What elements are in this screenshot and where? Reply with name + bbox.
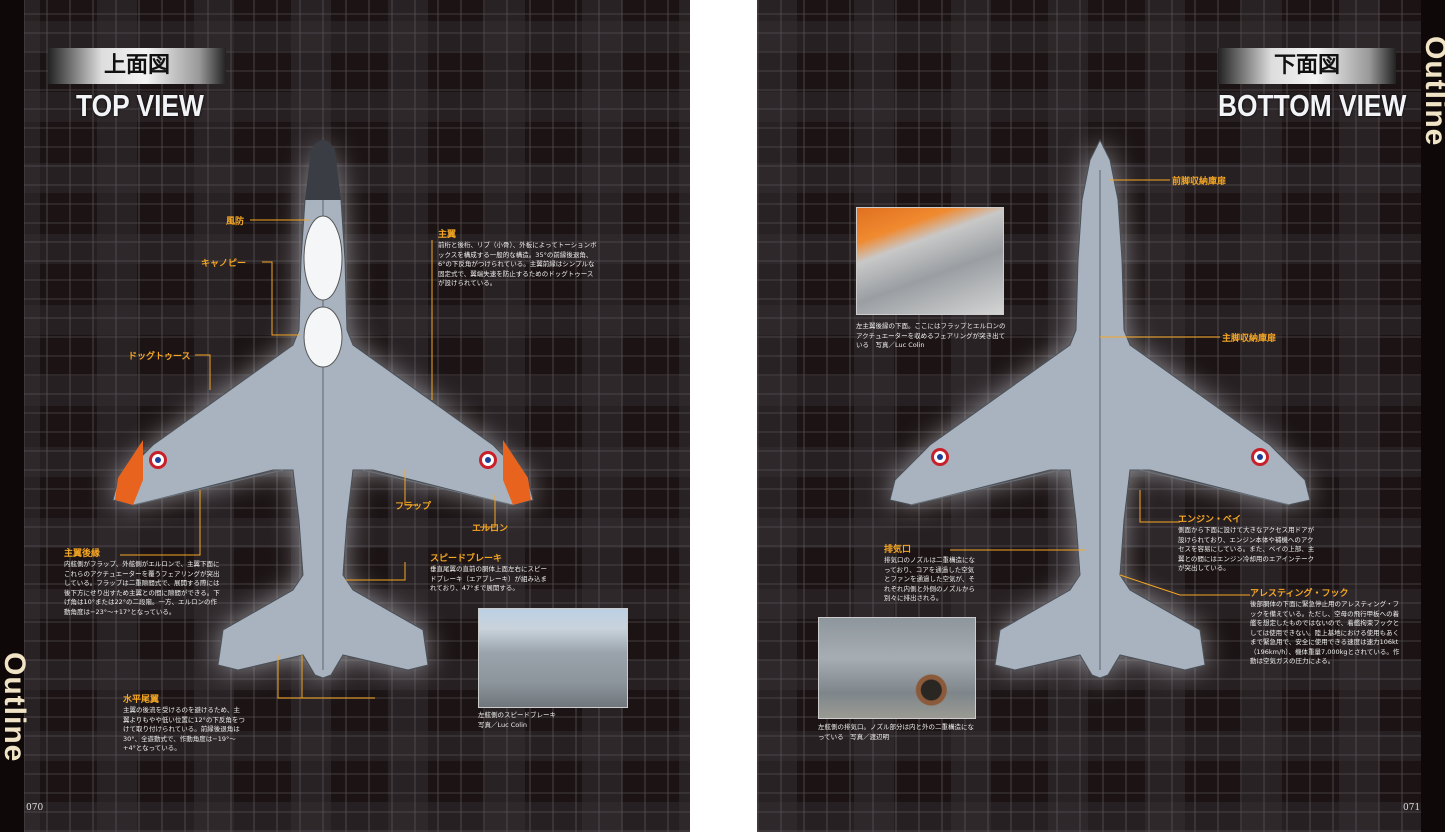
speed-brake-photo: [478, 608, 628, 708]
note-heading: エンジン・ベイ: [1178, 515, 1242, 525]
page-number: 070: [26, 803, 44, 813]
label-flap: フラップ: [395, 502, 432, 512]
note-text: 内舷側がフラップ、外舷側がエルロンで、主翼下面にこれらのアクチュエーターを覆うフ…: [64, 560, 220, 616]
trailing-edge-line: [362, 469, 514, 506]
engine-bay-note: エンジン・ベイ 側面から下面に設けて大きなアクセス用ドアが設けられており、エンジ…: [1178, 514, 1318, 574]
note-text: 側面から下面に設けて大きなアクセス用ドアが設けられており、エンジン本体や補機への…: [1178, 526, 1315, 572]
section-tab-outline: Outline: [1419, 36, 1445, 147]
note-heading: 水平尾翼: [123, 695, 160, 705]
main-wing-note: 主翼 前桁と後桁、リブ（小骨）、外板によってトーションボックスを構成する一般的な…: [438, 229, 598, 289]
page-edge-strip: [1421, 0, 1445, 832]
label-main-gear-door: 主脚収納庫扉: [1222, 334, 1277, 344]
page-title-jp: 下面図: [1218, 48, 1396, 84]
page-title-en: BOTTOM VIEW: [1218, 88, 1407, 123]
roundel: [937, 454, 943, 460]
photo-caption: 左主翼後縁の下面。ここにはフラップとエルロンのアクチュエーターを収めるフェアリン…: [856, 322, 1006, 349]
page-title-en: TOP VIEW: [76, 88, 204, 123]
note-text: 排気口のノズルは二重構造になっており、コアを通過した空気とファンを通過した空気が…: [884, 556, 975, 602]
wing-underside-photo: [856, 207, 1004, 315]
orange-wingtip-marking: [503, 440, 531, 505]
nose-radome: [305, 140, 341, 200]
photo-caption: 左舷側のスピードブレーキ 写真／Luc Colin: [478, 711, 563, 729]
label-nose-gear-door: 前脚収納庫扉: [1172, 177, 1227, 187]
trailing-edge-note: 主翼後縁 内舷側がフラップ、外舷側がエルロンで、主翼下面にこれらのアクチュエータ…: [64, 548, 222, 617]
page-edge-strip: [0, 0, 24, 832]
page-number: 071: [1403, 803, 1421, 813]
exhaust-note: 排気口 排気口のノズルは二重構造になっており、コアを通過した空気とファンを通過し…: [884, 544, 978, 604]
rear-canopy: [303, 306, 343, 368]
roundel: [155, 457, 161, 463]
note-text: 垂直尾翼の直前の胴体上面左右にスピードブレーキ（エアブレーキ）が組み込まれており…: [430, 565, 547, 592]
speed-brake-note: スピードブレーキ 垂直尾翼の直前の胴体上面左右にスピードブレーキ（エアブレーキ）…: [430, 553, 550, 594]
roundel: [1257, 454, 1263, 460]
note-heading: 主翼後縁: [64, 549, 101, 559]
leader-lines: [120, 179, 1250, 699]
photo-caption: 左舷側の排気口。ノズル部分は内と外の二重構造になっている 写真／渡辺明: [818, 723, 974, 741]
note-text: 主翼の後流を受けるのを避けるため、主翼よりもやや低い位置に12°の下反角をつけて…: [123, 706, 245, 752]
note-text: 後部胴体の下面に緊急停止用のアレスティング・フックを備えている。ただし、空母の飛…: [1250, 600, 1400, 665]
label-windshield: 風防: [226, 217, 245, 227]
page-title-jp: 上面図: [48, 48, 226, 84]
note-heading: 排気口: [884, 545, 912, 555]
arresting-hook-note: アレスティング・フック 後部胴体の下面に緊急停止用のアレスティング・フックを備え…: [1250, 588, 1400, 667]
note-text: 前桁と後桁、リブ（小骨）、外板によってトーションボックスを構成する一般的な構造。…: [438, 241, 597, 287]
label-dogtooth: ドッグトゥース: [128, 352, 191, 362]
horizontal-tail-note: 水平尾翼 主翼の後流を受けるのを避けるため、主翼よりもやや低い位置に12°の下反…: [123, 694, 245, 754]
trailing-edge-line: [132, 469, 284, 506]
note-heading: スピードブレーキ: [430, 554, 503, 564]
front-canopy: [303, 215, 343, 301]
label-canopy: キャノピー: [201, 259, 247, 269]
note-heading: アレスティング・フック: [1250, 589, 1349, 599]
trailing-edge-line: [1139, 469, 1291, 506]
exhaust-photo: [818, 617, 976, 719]
orange-wingtip-marking: [115, 440, 143, 505]
roundel: [485, 457, 491, 463]
section-tab-outline: Outline: [0, 652, 31, 763]
note-heading: 主翼: [438, 230, 457, 240]
trailing-edge-line: [909, 469, 1061, 506]
label-aileron: エルロン: [472, 524, 509, 534]
